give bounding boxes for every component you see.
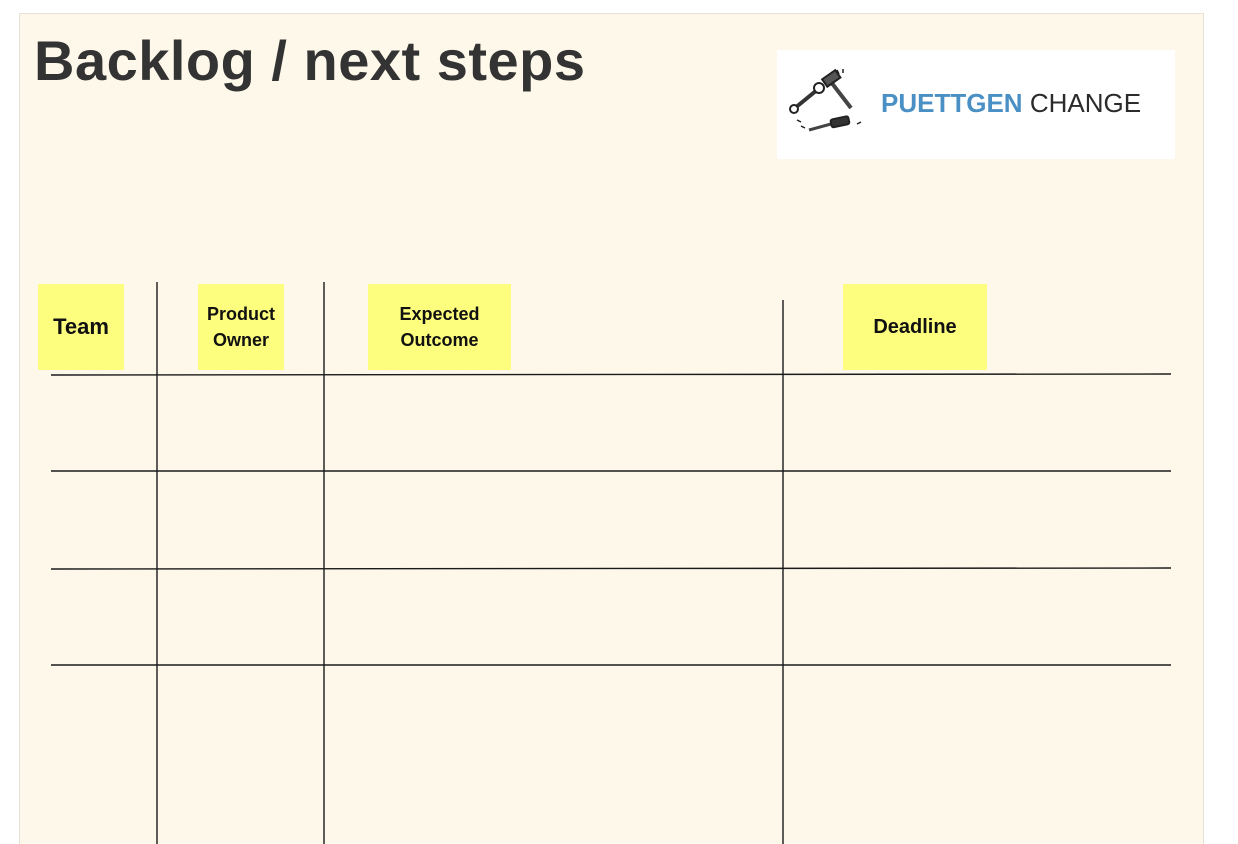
sticky-header-team[interactable]: Team xyxy=(38,284,124,370)
cell-product-owner[interactable] xyxy=(158,376,323,470)
sticky-header-deadline[interactable]: Deadline xyxy=(843,284,987,370)
logo-wordmark-part1: PUETTGEN xyxy=(881,88,1023,118)
horizontal-line-1 xyxy=(50,373,1172,376)
sticky-header-expected-outcome[interactable]: Expected Outcome xyxy=(368,284,511,370)
cell-team[interactable] xyxy=(52,472,156,567)
backlog-board[interactable]: Backlog / next steps xyxy=(19,13,1204,844)
cell-team[interactable] xyxy=(52,376,156,470)
cell-expected-outcome[interactable] xyxy=(325,666,782,844)
logo-wordmark: PUETTGEN CHANGE xyxy=(881,86,1141,120)
cell-deadline[interactable] xyxy=(784,666,1170,844)
logo-wordmark-part2: CHANGE xyxy=(1029,88,1142,118)
horizontal-line-3 xyxy=(50,567,1172,570)
cell-expected-outcome[interactable] xyxy=(325,376,782,470)
tools-icon xyxy=(789,68,862,132)
cell-deadline[interactable] xyxy=(784,376,1170,470)
cell-product-owner[interactable] xyxy=(158,666,323,844)
sticky-header-product-owner[interactable]: Product Owner xyxy=(198,284,284,370)
puettgen-change-logo[interactable]: PUETTGEN CHANGE xyxy=(777,50,1175,159)
backlog-table-grid xyxy=(50,282,1172,844)
cell-expected-outcome[interactable] xyxy=(325,570,782,664)
cell-product-owner[interactable] xyxy=(158,472,323,567)
cell-product-owner[interactable] xyxy=(158,570,323,664)
cell-deadline[interactable] xyxy=(784,570,1170,664)
cell-team[interactable] xyxy=(52,570,156,664)
cell-team[interactable] xyxy=(52,666,156,844)
board-title[interactable]: Backlog / next steps xyxy=(34,29,586,92)
cell-deadline[interactable] xyxy=(784,472,1170,567)
cell-expected-outcome[interactable] xyxy=(325,472,782,567)
